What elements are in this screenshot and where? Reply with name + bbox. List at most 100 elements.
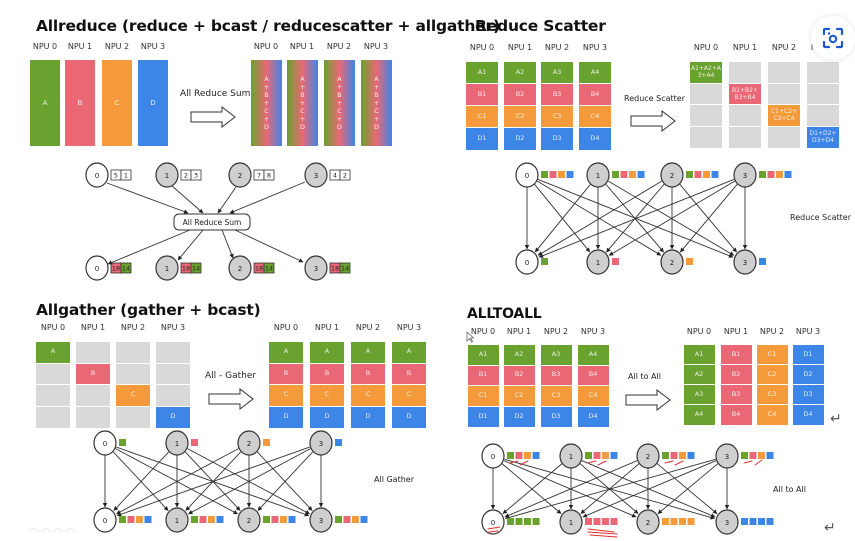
allreduce-bottom-node-circle bbox=[155, 255, 179, 281]
allreduce-top-node-label: 3 bbox=[314, 172, 318, 180]
alltoall-bottom-node-0: 0 bbox=[481, 509, 505, 535]
alltoall-top-chunk-chip bbox=[741, 452, 748, 459]
alltoall-bottom-chunk-chip bbox=[749, 518, 757, 525]
reduce-scatter-title: Reduce Scatter bbox=[475, 17, 606, 35]
allreduce-top-node-0: 0 bbox=[85, 162, 109, 188]
allreduce-sum-term: A bbox=[337, 74, 342, 83]
allreduce-top-node-3: 3 bbox=[304, 162, 328, 188]
alltoall-after-chunk: B2 bbox=[720, 365, 752, 385]
allreduce-sum-term: C bbox=[300, 107, 305, 116]
allgather-edge-arrow bbox=[116, 446, 310, 517]
allgather-bottom-chunk-chip bbox=[343, 516, 351, 523]
allreduce-input-value-box bbox=[190, 169, 202, 181]
alltoall-bottom-node-circle bbox=[715, 509, 739, 535]
allreduce-sum-term: D bbox=[336, 123, 342, 132]
allreduce-in-edge-arrow bbox=[106, 182, 189, 214]
alltoall-bottom-chunk-chip bbox=[593, 518, 601, 525]
alltoall-handwritten-annotation bbox=[488, 530, 499, 533]
reduce-scatter-after-chunk: D1+D2+ D3+D4 bbox=[807, 126, 839, 148]
reduce-scatter-edge-arrow bbox=[680, 183, 738, 253]
alltoall-arrow-icon bbox=[625, 389, 671, 411]
alltoall-bottom-chunk-chip bbox=[670, 518, 678, 525]
reduce-scatter-bottom-node-circle bbox=[586, 249, 610, 275]
allreduce-input-value: 2 bbox=[184, 172, 188, 180]
allgather-after-chunk: B bbox=[269, 363, 303, 385]
allreduce-bottom-node-label: 2 bbox=[238, 265, 242, 273]
reduce-scatter-arrow-icon bbox=[630, 110, 676, 132]
allgather-top-node-2: 2 bbox=[237, 430, 261, 456]
alltoall-before-npu-label-2: NPU 2 bbox=[543, 327, 569, 336]
allgather-bottom-node-3: 3 bbox=[309, 507, 333, 533]
allgather-edge-arrow bbox=[188, 448, 311, 515]
allreduce-output-value-box bbox=[120, 262, 132, 274]
allreduce-output-value: 18 bbox=[331, 265, 339, 273]
allgather-before-empty-slot bbox=[156, 385, 190, 407]
allreduce-sum-term: + bbox=[336, 82, 343, 91]
reduce-scatter-before-chunk: D3 bbox=[541, 128, 573, 150]
allreduce-sum-term: + bbox=[263, 115, 270, 124]
reduce-scatter-bottom-node-label: 1 bbox=[596, 259, 600, 267]
reduce-scatter-top-node-label: 3 bbox=[743, 172, 747, 180]
alltoall-bottom-chunk-chip bbox=[741, 518, 748, 525]
slide-decoration: ◠◠◠◠ bbox=[28, 525, 78, 539]
alltoall-top-node-label: 1 bbox=[569, 453, 573, 461]
allreduce-before-npu-0-buffer: A bbox=[30, 60, 60, 146]
allgather-bottom-node-1: 1 bbox=[165, 507, 189, 533]
alltoall-bottom-chunk-chip bbox=[515, 518, 523, 525]
reduce-scatter-after-empty-slot bbox=[807, 62, 839, 84]
alltoall-after-chunk: D4 bbox=[792, 405, 824, 425]
allgather-bottom-chunk-chip bbox=[199, 516, 207, 523]
reduce-scatter-top-chunk-chip bbox=[776, 171, 783, 178]
alltoall-top-node-3: 3 bbox=[715, 443, 739, 469]
allgather-edge-arrow bbox=[116, 448, 239, 515]
allreduce-before-npu-label-0: NPU 0 bbox=[32, 42, 58, 51]
reduce-scatter-before-npu-label-2: NPU 2 bbox=[544, 43, 570, 52]
allgather-bottom-chunk-chip bbox=[216, 516, 224, 523]
allgather-top-node-label: 2 bbox=[247, 440, 251, 448]
alltoall-after-chunk: C4 bbox=[756, 405, 788, 425]
alltoall-top-chunk-chip bbox=[602, 452, 609, 459]
allreduce-top-node-circle bbox=[228, 162, 252, 188]
reduce-scatter-top-node-0: 0 bbox=[515, 162, 539, 188]
reduce-scatter-top-chunk-chip bbox=[686, 171, 693, 178]
alltoall-after-chunk: A3 bbox=[683, 385, 715, 405]
visual-search-button[interactable] bbox=[811, 16, 855, 60]
reduce-scatter-bottom-node-label: 3 bbox=[743, 259, 747, 267]
allreduce-sum-term: A bbox=[264, 74, 269, 83]
allreduce-output-value: 14 bbox=[265, 265, 273, 273]
reduce-scatter-before-chunk: C1 bbox=[466, 106, 498, 128]
reduce-scatter-top-node-2: 2 bbox=[660, 162, 684, 188]
allreduce-arrow-icon bbox=[190, 106, 236, 128]
alltoall-top-node-circle bbox=[715, 443, 739, 469]
allgather-before-chunk: C bbox=[116, 385, 150, 407]
allreduce-after-npu-0-buffer: A+B+C+D bbox=[251, 60, 282, 146]
allreduce-input-value: 2 bbox=[343, 172, 347, 180]
allgather-bottom-chunk-chip bbox=[335, 516, 342, 523]
allreduce-before-npu-1-buffer: B bbox=[65, 60, 95, 146]
reduce-scatter-before-chunk: A1 bbox=[466, 62, 498, 84]
allreduce-before-npu-label-1: NPU 1 bbox=[67, 42, 93, 51]
allreduce-input-value-box bbox=[120, 169, 132, 181]
reduce-scatter-edge-arrow bbox=[679, 183, 737, 253]
alltoall-top-chunk-chip bbox=[749, 452, 757, 459]
allgather-before-npu-3-buffer: D bbox=[156, 342, 190, 428]
allreduce-input-value: 3 bbox=[194, 172, 198, 180]
allreduce-output-value: 18 bbox=[182, 265, 190, 273]
allreduce-before-npu-3-buffer: D bbox=[138, 60, 168, 146]
alltoall-edge-arrow bbox=[579, 463, 639, 514]
alltoall-op-label: All to All bbox=[628, 372, 661, 381]
all-reduce-sum-label: All Reduce Sum bbox=[183, 218, 242, 227]
all-reduce-sum-box bbox=[173, 213, 251, 231]
allreduce-after-npu-label-3: NPU 3 bbox=[363, 42, 389, 51]
allreduce-sum-term: A bbox=[300, 74, 305, 83]
alltoall-top-node-label: 3 bbox=[725, 453, 729, 461]
allgather-before-npu-label-3: NPU 3 bbox=[160, 323, 186, 332]
reduce-scatter-bottom-node-circle bbox=[515, 249, 539, 275]
reduce-scatter-before-chunk: A4 bbox=[579, 62, 611, 84]
allgather-after-chunk: B bbox=[310, 363, 344, 385]
allreduce-output-value: 14 bbox=[192, 265, 200, 273]
allreduce-top-node-2: 2 bbox=[228, 162, 252, 188]
